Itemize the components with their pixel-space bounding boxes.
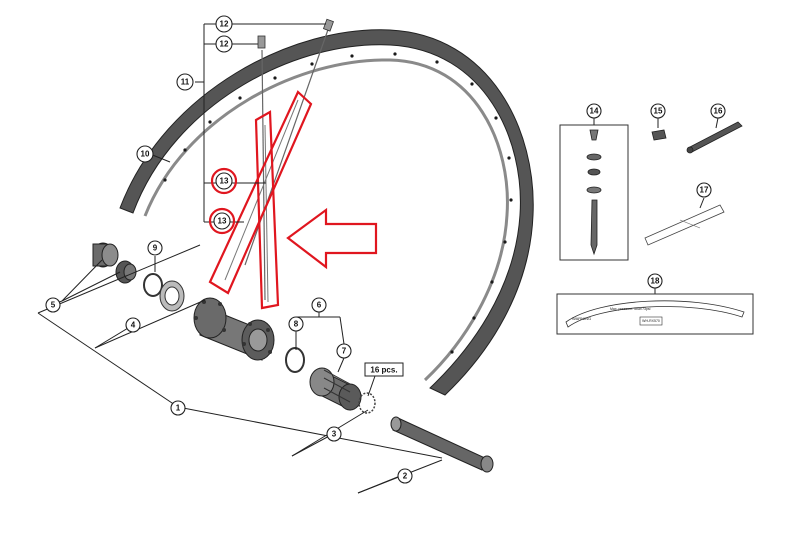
callout-7: 7 <box>336 343 352 359</box>
rim-tape <box>644 197 725 246</box>
quantity-label: 16 pcs. <box>364 362 404 377</box>
rim-label-panel: WARNING Max. pressure: 5bar/73psi WH-RX5… <box>556 288 754 335</box>
svg-text:5: 5 <box>51 301 56 310</box>
callout-12-top: 12 <box>215 15 233 33</box>
hub-assembly <box>92 242 494 473</box>
rotor-lockring <box>159 280 185 312</box>
callout-17: 17 <box>696 182 712 198</box>
svg-text:Max. pressure: 5bar/73psi: Max. pressure: 5bar/73psi <box>610 307 651 311</box>
spoke-short <box>257 35 266 301</box>
callout-15: 15 <box>650 103 666 119</box>
callout-5: 5 <box>45 297 61 313</box>
callout-12-bottom: 12 <box>215 35 233 53</box>
svg-text:14: 14 <box>590 107 599 116</box>
callout-11: 11 <box>176 73 194 91</box>
end-cap <box>92 242 119 268</box>
svg-text:18: 18 <box>651 277 660 286</box>
hub-body <box>193 297 275 361</box>
svg-text:WH-RX570: WH-RX570 <box>642 319 660 323</box>
highlight-arrow <box>286 207 378 270</box>
callout-2: 2 <box>397 468 413 484</box>
svg-text:3: 3 <box>332 430 337 439</box>
freehub-body <box>309 367 362 411</box>
callout-16: 16 <box>710 103 726 119</box>
svg-text:16 pcs.: 16 pcs. <box>370 366 397 375</box>
svg-text:4: 4 <box>131 321 136 330</box>
svg-text:7: 7 <box>342 347 347 356</box>
callout-6: 6 <box>311 297 327 313</box>
ball-bearings <box>358 392 376 414</box>
svg-text:8: 8 <box>294 320 299 329</box>
rim <box>119 29 534 396</box>
svg-text:2: 2 <box>403 472 408 481</box>
callout-10: 10 <box>136 145 154 163</box>
svg-text:WARNING: WARNING <box>572 316 591 321</box>
o-ring-9 <box>143 273 163 297</box>
rim-tape-plug <box>651 118 667 141</box>
svg-text:12: 12 <box>220 20 229 29</box>
svg-text:17: 17 <box>700 186 709 195</box>
svg-text:11: 11 <box>181 78 190 87</box>
callout-13-bottom: 13 <box>213 212 231 230</box>
svg-text:15: 15 <box>654 107 663 116</box>
svg-text:10: 10 <box>141 150 150 159</box>
axle <box>390 416 494 473</box>
callout-14: 14 <box>586 103 602 119</box>
spoke-crossing <box>224 99 299 303</box>
callout-3: 3 <box>326 426 342 442</box>
callout-8: 8 <box>288 316 304 332</box>
svg-text:16: 16 <box>714 107 723 116</box>
callout-13-highlight-rings <box>208 167 238 235</box>
callout-13-top: 13 <box>215 172 233 190</box>
callout-18: 18 <box>647 273 663 289</box>
spoke-highlight-outline <box>208 90 313 310</box>
callout-9: 9 <box>147 240 163 256</box>
svg-text:6: 6 <box>317 301 322 310</box>
valve-parts-panel <box>559 118 629 261</box>
svg-text:12: 12 <box>220 40 229 49</box>
callout-1: 1 <box>170 400 186 416</box>
o-ring-8 <box>285 347 305 373</box>
callout-4: 4 <box>125 317 141 333</box>
svg-text:13: 13 <box>218 217 227 226</box>
svg-text:13: 13 <box>220 177 229 186</box>
svg-text:9: 9 <box>153 244 158 253</box>
svg-text:1: 1 <box>176 404 181 413</box>
spoke-wrench <box>686 117 743 154</box>
